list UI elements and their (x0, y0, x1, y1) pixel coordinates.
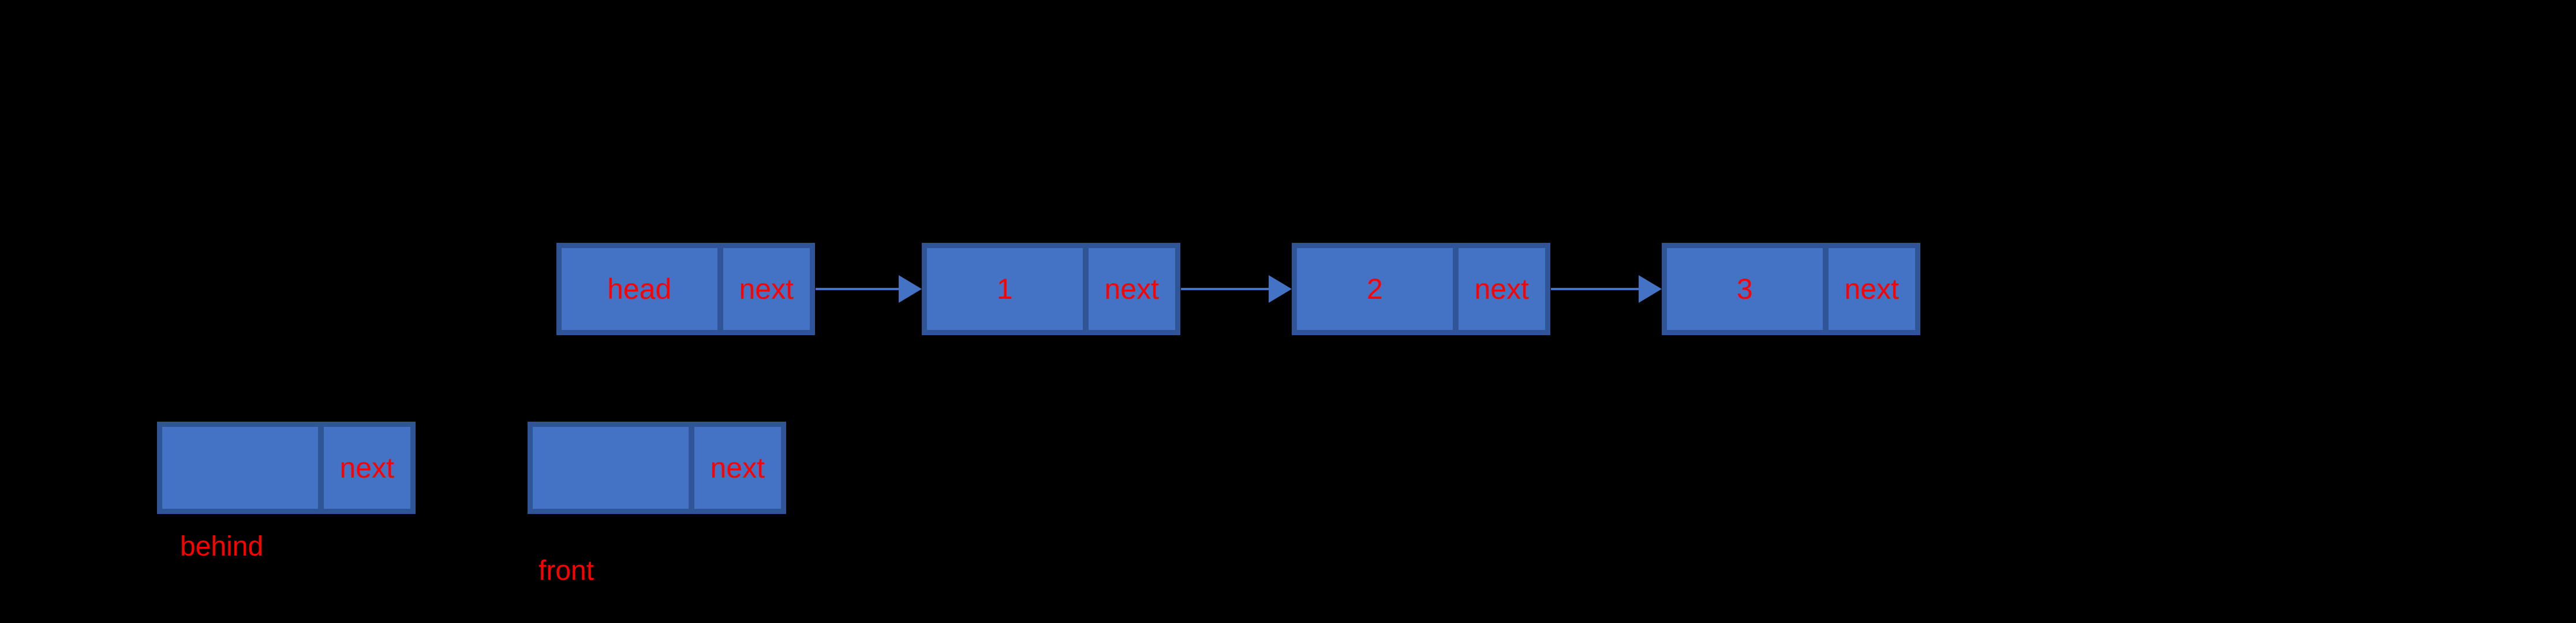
pointer-front-value (533, 427, 694, 509)
arrow-shaft (816, 288, 900, 290)
behind-label: behind (180, 531, 264, 562)
arrow-right-icon (816, 275, 922, 303)
node-1-next-field: next (1104, 273, 1159, 305)
node-2-value: 2 (1297, 248, 1459, 330)
node-head-next-field: next (739, 273, 794, 305)
node-1-value: 1 (927, 248, 1089, 330)
node-head: head next (556, 243, 815, 335)
node-3-next-field: next (1844, 273, 1899, 305)
arrow-right-icon (1551, 275, 1662, 303)
node-3: 3 next (1662, 243, 1920, 335)
pointer-behind-value (162, 427, 324, 509)
pointer-front-next-field: next (710, 452, 765, 484)
pointer-behind-next-field: next (339, 452, 394, 484)
node-1: 1 next (922, 243, 1180, 335)
arrow-head-icon (1269, 275, 1292, 303)
node-2-next-field: next (1474, 273, 1529, 305)
arrow-head-icon (899, 275, 922, 303)
arrow-right-icon (1181, 275, 1292, 303)
node-head-value: head (562, 248, 723, 330)
pointer-box-behind: next (157, 422, 416, 514)
node-3-value: 3 (1667, 248, 1829, 330)
pointer-box-front: next (528, 422, 786, 514)
arrow-shaft (1181, 288, 1270, 290)
arrow-shaft (1551, 288, 1640, 290)
arrow-head-icon (1639, 275, 1662, 303)
node-2: 2 next (1292, 243, 1550, 335)
front-label: front (539, 556, 595, 586)
